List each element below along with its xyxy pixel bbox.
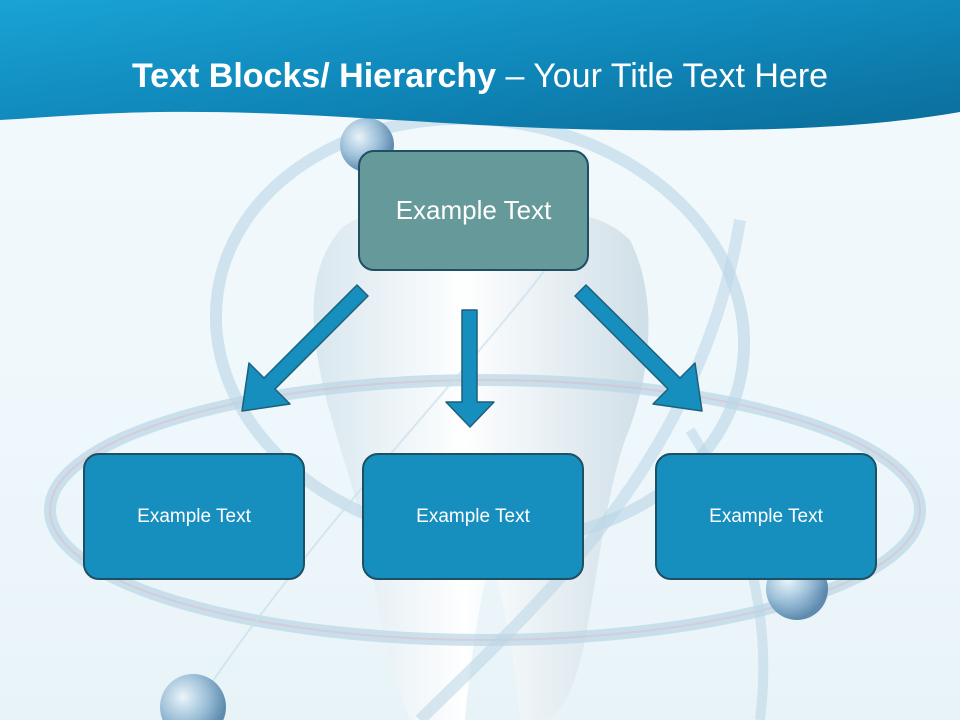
title-rest: Your Title Text Here xyxy=(533,57,829,95)
orbit-diagonal xyxy=(415,219,746,720)
child-text-block-middle: Example Text xyxy=(362,453,584,580)
electron-sphere xyxy=(160,674,226,720)
page-title: Text Blocks/ Hierarchy – Your Title Text… xyxy=(0,52,960,100)
top-text-block: Example Text xyxy=(358,150,589,271)
top-text-block-label: Example Text xyxy=(395,195,552,225)
child-text-block-label: Example Text xyxy=(709,505,823,527)
child-text-block-left: Example Text xyxy=(83,453,305,580)
child-text-block-label: Example Text xyxy=(416,505,530,527)
title-bold: Text Blocks/ Hierarchy xyxy=(131,57,497,95)
title-dash: – xyxy=(496,57,534,95)
child-text-block-right: Example Text xyxy=(655,453,877,580)
header-band xyxy=(0,0,960,131)
child-text-block-label: Example Text xyxy=(137,505,251,527)
